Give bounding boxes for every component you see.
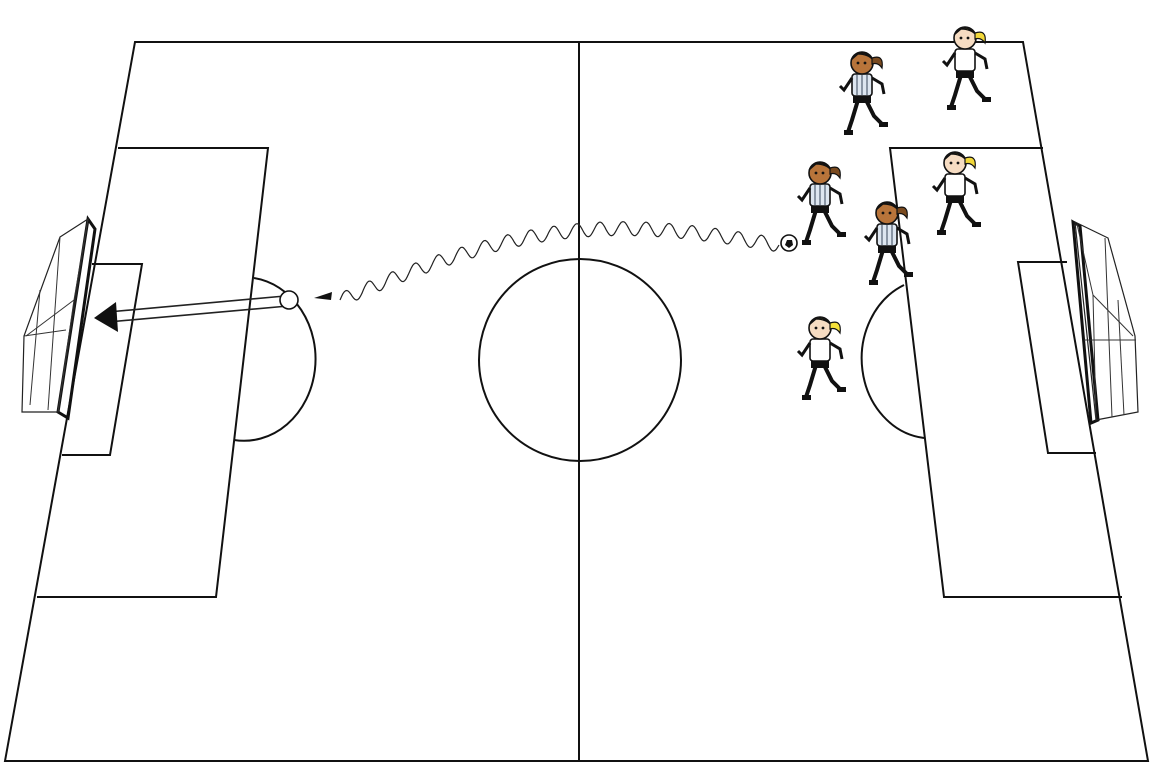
player-legs — [806, 210, 840, 242]
dribble-arrowhead — [314, 292, 332, 300]
player-head — [954, 27, 976, 49]
player-striped — [865, 202, 913, 285]
left-goal-area — [62, 264, 142, 455]
shot-ball-marker — [280, 291, 298, 309]
players — [798, 27, 991, 400]
player-shirt — [955, 49, 975, 71]
left-goal-frame — [58, 219, 95, 418]
right-penalty-arc — [862, 285, 924, 438]
player-boot — [879, 122, 888, 127]
shot-arrowhead — [94, 302, 118, 332]
player-striped — [798, 162, 846, 245]
player-boot — [904, 272, 913, 277]
player-head — [809, 162, 831, 184]
player-eye — [864, 62, 867, 65]
player-shirt — [945, 174, 965, 196]
player-ponytail — [830, 322, 840, 333]
player-boot — [947, 105, 956, 110]
player-head — [944, 152, 966, 174]
pitch-boundary — [5, 42, 1148, 761]
player-shirt — [810, 339, 830, 361]
player-white — [798, 317, 846, 400]
player-striped — [840, 52, 888, 135]
player-eye — [822, 172, 825, 175]
player-legs — [941, 200, 975, 232]
left-penalty-arc — [234, 278, 316, 441]
player-ponytail — [830, 167, 840, 178]
player-boot — [837, 387, 846, 392]
left-penalty-area — [37, 148, 268, 597]
player-head — [851, 52, 873, 74]
player-white — [933, 152, 981, 235]
pitch — [5, 42, 1148, 761]
player-boot — [937, 230, 946, 235]
player-head — [876, 202, 898, 224]
player-eye — [967, 37, 970, 40]
player-eye — [815, 172, 818, 175]
player-boot — [972, 222, 981, 227]
player-eye — [822, 327, 825, 330]
right-goal — [1073, 222, 1138, 423]
player-eye — [857, 62, 860, 65]
player-head — [809, 317, 831, 339]
player-eye — [950, 162, 953, 165]
player-eye — [957, 162, 960, 165]
player-boot — [837, 232, 846, 237]
ball — [781, 235, 797, 251]
player-white — [943, 27, 991, 110]
player-legs — [951, 75, 985, 107]
player-boot — [844, 130, 853, 135]
player-legs — [806, 365, 840, 397]
player-eye — [960, 37, 963, 40]
player-eye — [882, 212, 885, 215]
player-boot — [802, 240, 811, 245]
player-boot — [802, 395, 811, 400]
shot-arrow — [94, 291, 298, 332]
player-eye — [815, 327, 818, 330]
player-boot — [982, 97, 991, 102]
player-ponytail — [965, 157, 975, 168]
player-boot — [869, 280, 878, 285]
player-eye — [889, 212, 892, 215]
dribble-path — [314, 222, 779, 300]
player-ponytail — [872, 57, 882, 68]
player-legs — [848, 100, 882, 132]
